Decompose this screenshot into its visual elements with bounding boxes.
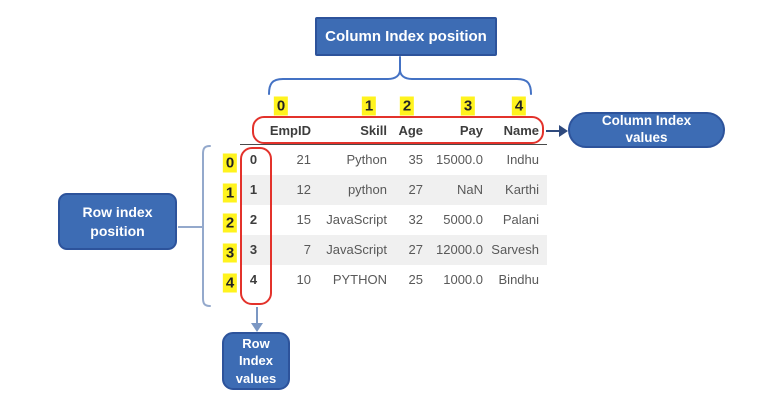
table-cell: 35 [408,152,423,168]
table-row: 3 7 JavaScript 27 12000.0 Sarvesh [240,234,547,265]
table-cell: 25 [408,272,423,287]
column-brace [268,69,532,95]
table-row: 2 15 JavaScript 32 5000.0 Palani [240,205,547,235]
column-index-position-box: Column Index position [315,17,497,56]
column-position-highlight: 3 [460,96,476,116]
row-position-highlight: 2 [222,213,238,233]
table-cell: 27 [408,242,423,257]
row-index-values-line2: Index [239,353,273,369]
table-cell: Karthi [505,182,539,197]
table-cell: python [347,182,387,197]
table-cell: 15 [296,212,311,227]
row-index-values-line3: values [235,370,277,386]
table-cell: NaN [456,182,483,197]
column-header: Age [395,117,431,145]
row-index-position-line1: Row index [82,203,153,220]
row-position-highlight: 1 [222,183,238,203]
table-cell: Indhu [506,152,539,168]
table-cell: Bindhu [498,272,539,287]
table-cell: Palani [502,212,539,227]
row-position-highlight: 3 [222,243,238,263]
column-position-highlight: 0 [273,96,289,116]
table-row: 1 12 python 27 NaN Karthi [240,174,547,205]
row-index-values-box: Row Index values [222,332,290,390]
table-cell: 12 [296,182,311,197]
table-row: 4 10 PYTHON 25 1000.0 Bindhu [240,265,547,295]
row-index-value: 0 [249,152,258,168]
table-cell: JavaScript [326,212,387,227]
row-position-highlight: 0 [222,153,238,173]
row-position-highlight: 4 [222,273,238,293]
column-index-position-label: Column Index position [325,28,487,45]
table-cell: PYTHON [332,272,387,287]
row-index-value: 2 [249,212,258,227]
table-cell: Sarvesh [491,242,539,257]
column-index-values-line2: values [625,130,668,145]
table-cell: 32 [408,212,423,227]
column-header: Skill [319,117,395,145]
table-cell: 10 [296,272,311,287]
row-index-value: 3 [249,242,258,257]
table-cell: 21 [296,152,311,168]
column-position-highlight: 2 [399,96,415,116]
table-cell: 27 [408,182,423,197]
column-index-values-line1: Column Index [601,113,692,129]
row-index-value: 1 [249,182,258,197]
column-header: EmpID [267,117,319,145]
column-index-values-box: Column Index values [568,112,725,148]
table-cell: 7 [303,242,311,257]
table-cell: 12000.0 [436,242,483,257]
table-cell: 5000.0 [443,212,483,227]
column-header-red-outline [252,116,544,144]
table-cell: 1000.0 [443,272,483,287]
row-index-position-line2: position [90,222,145,239]
table-cell: JavaScript [326,242,387,257]
column-position-highlight: 1 [361,96,377,116]
table-row: 0 21 Python 35 15000.0 Indhu [240,145,547,175]
table-cell: Python [346,152,387,168]
table-cell: 15000.0 [436,152,483,168]
row-index-values-line1: Row [242,335,270,351]
row-values-arrow-head [251,323,263,332]
column-position-highlight: 4 [511,96,527,116]
row-index-position-box: Row index position [58,193,177,250]
row-bracket [202,145,211,307]
row-index-red-outline [240,147,272,305]
row-index-value: 4 [249,272,258,287]
column-values-arrow-head [559,125,568,137]
column-header: Pay [431,117,491,145]
